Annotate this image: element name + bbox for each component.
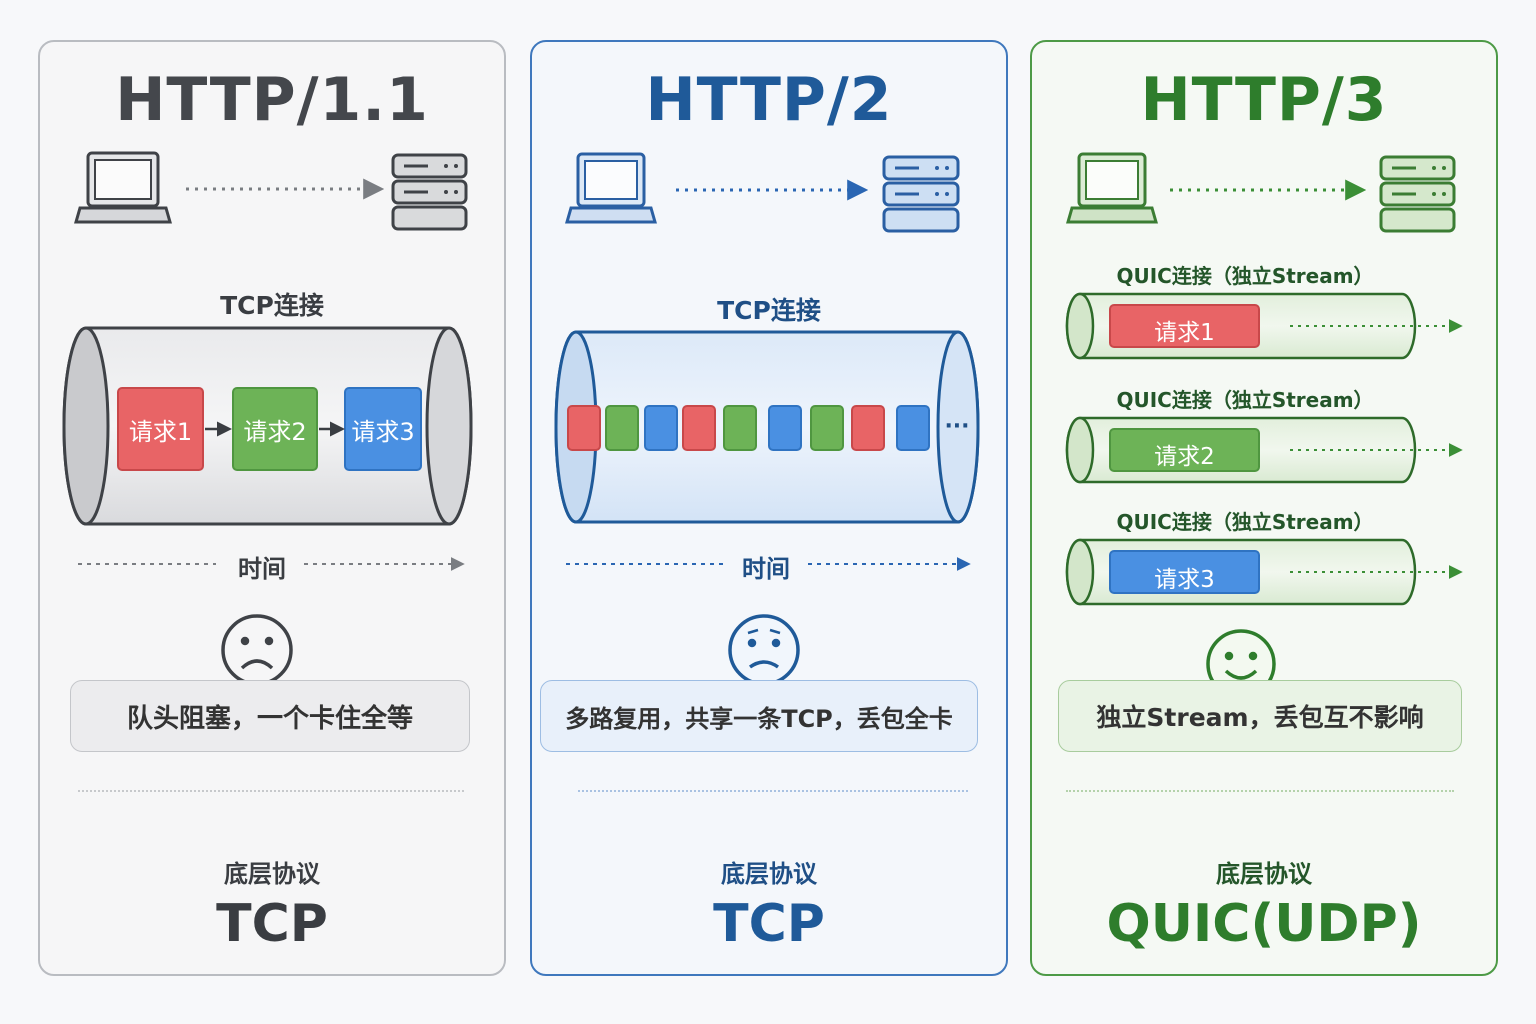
time-label: 时间	[238, 555, 286, 583]
http3-column: HTTP/3 QUIC连接（独立Stream） 请求1 QUIC连接（独立Str…	[1030, 0, 1498, 1024]
divider	[578, 790, 968, 792]
frame-red	[567, 405, 601, 451]
request-label: 请求1	[128, 418, 193, 446]
request-block-3	[344, 387, 422, 471]
frame-green	[810, 405, 844, 451]
request-block-3	[1109, 550, 1260, 594]
stream-label: QUIC连接（独立Stream）	[1116, 264, 1374, 288]
laptop-icon	[1066, 152, 1158, 224]
request-label: 请求3	[1154, 567, 1215, 593]
frame-blue	[768, 405, 802, 451]
summary-note: 多路复用，共享一条TCP，丢包全卡	[540, 680, 978, 752]
summary-note: 独立Stream，丢包互不影响	[1058, 680, 1462, 752]
worried-face-icon	[728, 614, 800, 686]
frame-row	[567, 405, 930, 451]
laptop-icon	[565, 152, 657, 224]
quic-stream-tube	[1065, 416, 1463, 484]
protocol-value: QUIC(UDP)	[1106, 894, 1422, 954]
panel-title: HTTP/2	[645, 65, 893, 135]
request-block-1	[1109, 304, 1260, 348]
frame-blue	[644, 405, 678, 451]
divider	[78, 790, 464, 792]
request-label: 请求2	[1154, 444, 1215, 470]
panel-title: HTTP/1.1	[115, 65, 429, 135]
stream-label: QUIC连接（独立Stream）	[1116, 510, 1374, 534]
frame-red	[851, 405, 885, 451]
protocol-caption: 底层协议	[224, 860, 320, 888]
request-block-2	[1109, 428, 1260, 472]
protocol-value: TCP	[216, 894, 328, 954]
panel-title: HTTP/3	[1140, 65, 1388, 135]
http2-column: HTTP/2 TCP连接 ··· 时间 多路复用，共享一条TCP，丢包全卡 底层…	[530, 0, 1008, 1024]
request-block-1	[117, 387, 204, 471]
request-label: 请求2	[243, 418, 307, 446]
frame-green	[605, 405, 639, 451]
frame-blue	[896, 405, 930, 451]
protocol-caption: 底层协议	[721, 860, 817, 888]
frame-red	[682, 405, 716, 451]
laptop-icon	[74, 151, 172, 224]
stream-tubes	[1065, 292, 1463, 606]
more-frames-ellipsis: ···	[944, 414, 970, 439]
summary-note: 队头阻塞，一个卡住全等	[70, 680, 470, 752]
server-icon	[1379, 155, 1456, 233]
server-icon	[391, 153, 468, 231]
protocol-caption: 底层协议	[1216, 860, 1312, 888]
connection-label: TCP连接	[220, 291, 324, 320]
quic-stream-tube	[1065, 292, 1463, 360]
connection-label: TCP连接	[717, 296, 821, 325]
tcp-connection-tube	[554, 330, 980, 524]
divider	[1066, 790, 1454, 792]
protocol-value: TCP	[713, 894, 825, 954]
request-block-2	[232, 387, 318, 471]
stream-label: QUIC连接（独立Stream）	[1116, 388, 1374, 412]
time-label: 时间	[742, 555, 790, 583]
http11-column: HTTP/1.1 TCP连接 请求1 请求2 请求3 时间 队头阻塞，一个卡住全…	[38, 0, 506, 1024]
frame-green	[723, 405, 757, 451]
request-label: 请求3	[351, 418, 415, 446]
request-label: 请求1	[1154, 320, 1215, 346]
server-icon	[882, 155, 960, 233]
quic-stream-tube	[1065, 538, 1463, 606]
